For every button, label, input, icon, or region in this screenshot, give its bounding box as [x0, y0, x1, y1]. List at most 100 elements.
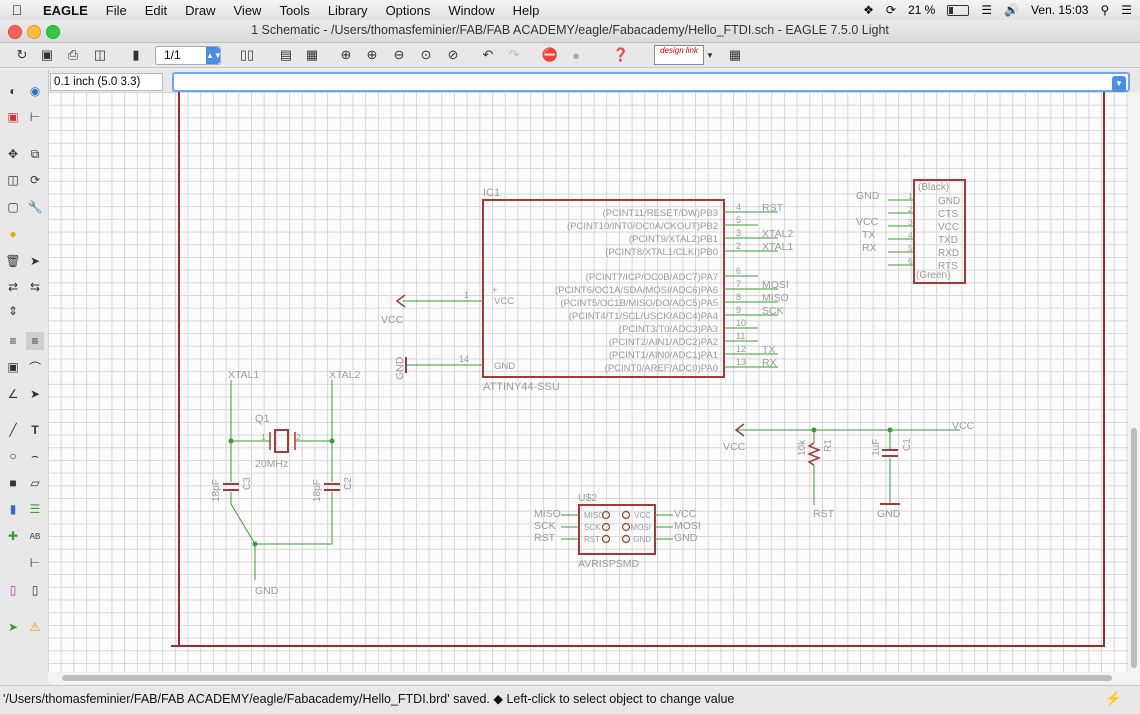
invoke-icon[interactable]: ➤ [29, 387, 41, 401]
move-icon[interactable]: ✥ [7, 147, 19, 161]
vertical-scroll-thumb[interactable] [1131, 428, 1137, 668]
sheet-value: 1/1 [164, 48, 181, 62]
sync-icon[interactable]: ⟳ [885, 3, 896, 17]
command-row: 0.1 inch (5.0 3.3) ▼ [48, 70, 1140, 92]
window-title-bar: 1 Schematic - /Users/thomasfeminier/FAB/… [0, 20, 1140, 43]
menu-window[interactable]: Window [448, 2, 495, 18]
split-icon[interactable]: ∠ [7, 387, 19, 401]
menu-draw[interactable]: Draw [185, 2, 216, 18]
mirror-icon[interactable]: ◫ [7, 173, 19, 187]
zoom-in-icon[interactable]: ⊕ [366, 47, 378, 62]
design-link-button[interactable]: design link [654, 45, 704, 65]
redo-icon[interactable]: ↷ [508, 47, 520, 62]
zoom-fit-icon[interactable]: ⊕ [340, 47, 352, 62]
polygon-icon[interactable]: ▱ [30, 476, 40, 490]
smash-icon[interactable]: ▣ [7, 360, 19, 374]
wire-icon[interactable]: ╱ [9, 423, 17, 437]
menu-tools[interactable]: Tools [279, 2, 310, 18]
rect-icon[interactable]: ■ [9, 476, 17, 490]
net-icon[interactable]: ☰ [29, 502, 41, 516]
gateswap-icon[interactable]: ⇆ [29, 280, 41, 294]
grid-icon[interactable]: ▦ [728, 47, 742, 62]
dimension-icon[interactable]: ▯ [31, 583, 39, 597]
mark-icon[interactable]: ⊢ [29, 110, 41, 124]
menu-app-eagle[interactable]: EAGLE [43, 2, 88, 18]
horizontal-scrollbar[interactable] [48, 672, 1128, 684]
menu-edit[interactable]: Edit [144, 2, 168, 18]
replace-icon[interactable]: ⇕ [7, 304, 19, 318]
zoom-out-icon[interactable]: ⊖ [393, 47, 405, 62]
wifi-icon[interactable]: ☰ [981, 3, 993, 17]
battery-icon[interactable] [947, 4, 970, 16]
circle-icon[interactable]: ○ [9, 449, 17, 463]
volume-icon[interactable]: 🔊 [1004, 3, 1020, 17]
undo-icon[interactable]: ↶ [482, 47, 494, 62]
board-switch-icon[interactable]: ▯▯ [239, 47, 255, 62]
info-icon[interactable]: ◐ [9, 84, 17, 98]
battery-percent[interactable]: 21 % [907, 3, 936, 17]
change-icon[interactable]: 🔧 [27, 200, 43, 214]
help-icon[interactable]: ❓ [612, 47, 630, 62]
bus-icon[interactable]: ▮ [9, 502, 17, 516]
go-icon[interactable]: ● [572, 47, 580, 63]
dropbox-icon[interactable]: ❖ [863, 3, 874, 17]
print-icon[interactable]: ⎙ [67, 47, 79, 62]
group-icon[interactable]: ▢ [7, 200, 19, 214]
design-link-arrow-icon[interactable]: ▼ [706, 50, 714, 60]
display-icon[interactable]: ▣ [7, 110, 19, 124]
text-icon[interactable]: T [31, 423, 39, 437]
apple-menu-icon[interactable]:  [0, 2, 34, 18]
vertical-scrollbar[interactable] [1128, 92, 1140, 684]
zoom-window-button[interactable] [46, 25, 60, 39]
horizontal-scroll-thumb[interactable] [62, 675, 1112, 681]
add-icon[interactable]: ➤ [29, 254, 41, 268]
menu-options[interactable]: Options [385, 2, 431, 18]
copy-icon[interactable]: ⧉ [30, 146, 40, 161]
ftdi-net-label: VCC [856, 216, 879, 228]
open-icon[interactable]: ↻ [16, 47, 28, 62]
spotlight-icon[interactable]: ⚲ [1100, 3, 1110, 17]
notification-center-icon[interactable]: ☰ [1121, 3, 1132, 17]
show-icon[interactable]: ◉ [29, 84, 41, 98]
reset-and-decoupling[interactable]: VCC VCC R1 10k RST C1 1uF GND [723, 420, 975, 520]
arc-icon[interactable]: ⌢ [31, 448, 39, 463]
stop-icon[interactable]: ⛔ [541, 47, 559, 62]
run-icon[interactable]: ⚡ [1104, 690, 1122, 706]
rotate-icon[interactable]: ⟳ [29, 173, 41, 187]
c3-value: 18pF [211, 479, 222, 502]
command-history-dropdown-icon[interactable]: ▼ [1112, 76, 1126, 92]
pinswap-icon[interactable]: ⇄ [7, 280, 19, 294]
attribute-icon[interactable]: ⊢ [29, 556, 41, 570]
delete-icon[interactable]: 🗑 [5, 254, 21, 268]
script-icon[interactable]: ▦ [305, 47, 319, 62]
menu-view[interactable]: View [233, 2, 262, 18]
use-library-icon[interactable]: ▤ [279, 47, 293, 62]
paste-icon[interactable]: ● [9, 227, 17, 241]
sheet-icon[interactable]: ▮ [132, 47, 140, 62]
save-icon[interactable]: ▣ [40, 47, 54, 62]
label-icon[interactable]: AB [29, 531, 41, 541]
frame-icon[interactable]: ▯ [9, 583, 17, 597]
zoom-last-icon[interactable]: ⊘ [447, 47, 459, 62]
errors-icon[interactable]: ⚠ [29, 620, 41, 634]
command-input[interactable]: ▼ [172, 72, 1130, 92]
crystal-circuit[interactable]: XTAL1 XTAL2 Q1 20MHz 1 2 C3 18pF C2 18pF… [211, 369, 360, 597]
clock[interactable]: Ven. 15:03 [1031, 3, 1089, 17]
erc-icon[interactable]: ➤ [7, 620, 19, 634]
name-icon[interactable]: ≡ [9, 334, 17, 348]
value-icon[interactable]: ≡ [26, 332, 44, 350]
close-window-button[interactable] [8, 25, 22, 39]
menu-library[interactable]: Library [327, 2, 368, 18]
zoom-select-icon[interactable]: ⊙ [420, 47, 432, 62]
menu-help[interactable]: Help [512, 2, 540, 18]
cam-icon[interactable]: ◫ [93, 47, 107, 62]
ftdi-header[interactable]: (Black) (Green) GND1GNDCTS2VCC3VCCTXD4TX… [856, 179, 966, 284]
miter-icon[interactable]: ⌒ [28, 360, 41, 375]
minimize-window-button[interactable] [27, 25, 41, 39]
sheet-select[interactable]: 1/1 ▲▼ [155, 46, 222, 65]
menu-file[interactable]: File [105, 2, 127, 18]
junction-icon[interactable]: ✚ [7, 529, 19, 543]
